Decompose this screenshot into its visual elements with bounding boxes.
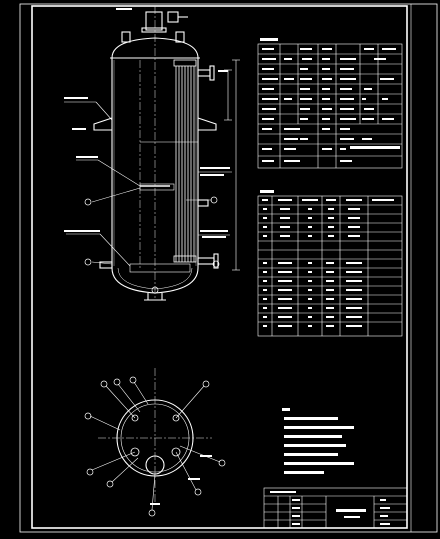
technical-notes — [282, 408, 354, 474]
top-nozzle — [145, 11, 163, 31]
plan-label-bars — [150, 455, 212, 505]
spec-table-cell-text — [262, 48, 400, 162]
nozzle-table-title — [260, 190, 274, 193]
dimension-lines — [224, 59, 240, 271]
front-centerlines — [139, 6, 156, 300]
support-lug-right — [197, 117, 217, 131]
tube-bundle — [173, 59, 197, 263]
nozzle-table-cell-text — [262, 199, 394, 327]
front-leaders — [64, 101, 232, 267]
front-label-bars — [64, 8, 230, 238]
title-block — [263, 487, 408, 529]
support-lug-left — [93, 117, 113, 131]
notes-heading — [282, 408, 290, 411]
drawing-frame — [19, 3, 438, 533]
spec-table — [257, 43, 403, 169]
plan-centerlines — [98, 368, 212, 505]
spec-table-title — [260, 38, 278, 41]
plan-balloons — [84, 376, 226, 517]
front-balloons — [84, 196, 220, 294]
title-block-text — [270, 491, 390, 525]
drawing-title-text — [336, 509, 366, 512]
nozzle-table — [257, 195, 403, 337]
